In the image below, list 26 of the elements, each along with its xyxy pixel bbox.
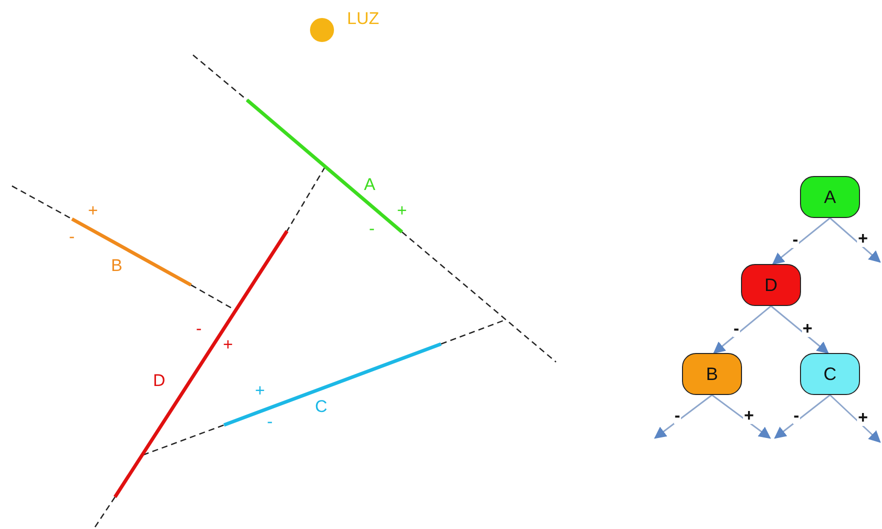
arrow (712, 394, 771, 439)
plus-sign: + (397, 202, 407, 220)
arrow (770, 305, 829, 354)
segment-label: A (364, 176, 376, 194)
minus-sign: - (267, 413, 273, 431)
arrow (829, 394, 881, 443)
minus-sign: - (369, 220, 375, 238)
segment-label: C (315, 398, 328, 416)
arrow (713, 305, 772, 354)
minus-sign: - (69, 228, 75, 246)
tree-node: B (682, 353, 742, 395)
arrow (654, 394, 712, 439)
segment-label: D (153, 372, 166, 390)
arrow (772, 217, 830, 265)
tree-node: D (741, 264, 801, 306)
plus-sign: + (223, 336, 233, 354)
edge-label: + (857, 231, 869, 247)
segment-label: B (111, 257, 122, 275)
arrow (774, 394, 830, 439)
plus-sign: + (255, 382, 265, 400)
tree-node: A (800, 176, 860, 218)
tree-node: C (800, 353, 860, 395)
arrow (830, 217, 881, 263)
minus-sign: - (196, 320, 202, 338)
plus-sign: + (88, 202, 98, 220)
light-label: LUZ (347, 10, 380, 28)
